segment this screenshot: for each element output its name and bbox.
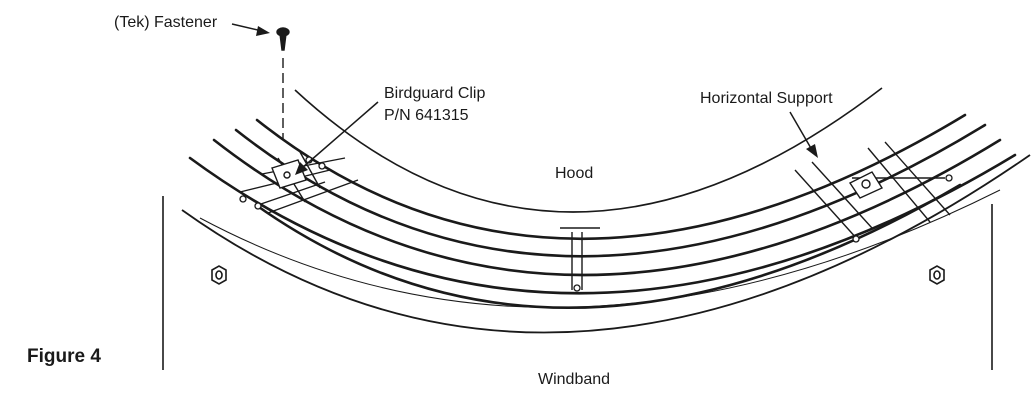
callout-leaders — [231, 23, 813, 169]
wire-ring-1 — [255, 113, 967, 240]
wire-ring-5 — [254, 183, 962, 310]
hood-inner-arc — [294, 87, 883, 213]
birdguard-clip-right — [848, 171, 884, 199]
clip-leader — [301, 101, 379, 169]
figure-caption: Figure 4 — [27, 346, 101, 367]
birdguard-wires — [188, 113, 1017, 310]
tek-fastener-icon — [276, 27, 290, 51]
birdguard-clip — [271, 159, 307, 189]
clip-name-callout: Birdguard Clip — [384, 85, 486, 102]
support-callout: Horizontal Support — [700, 90, 833, 107]
horizontal-supports — [239, 141, 951, 290]
callout-arrowheads — [256, 26, 818, 175]
wire-ring-4 — [188, 153, 1017, 295]
clip-part-number: P/N 641315 — [384, 107, 469, 124]
windband-bolt-left-icon — [211, 265, 227, 285]
fastener-callout: (Tek) Fastener — [114, 14, 218, 31]
windband-region-label: Windband — [538, 371, 611, 388]
fastener-leader — [231, 23, 263, 32]
hood-region-label: Hood — [555, 165, 594, 182]
wire-ring-3 — [212, 138, 1002, 277]
windband-bolt-right-icon — [929, 265, 945, 285]
support-leader — [789, 111, 813, 151]
